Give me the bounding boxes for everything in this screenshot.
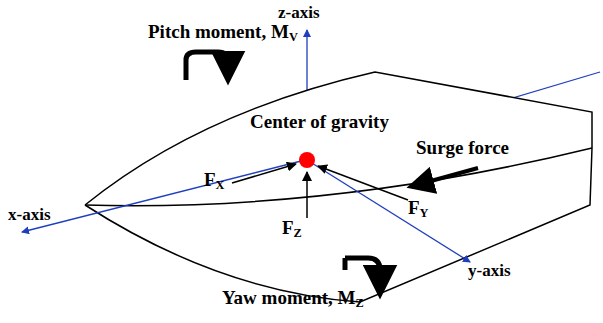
force-label: FY [408,198,429,221]
yaw-moment-arrow [345,258,380,282]
center-of-gravity-dot [299,152,315,168]
hull-side [85,148,592,302]
force-arrow [306,172,308,218]
surge-arrow [420,168,478,184]
pitch-moment-arrow [186,52,228,80]
axis-label: z-axis [278,4,320,23]
axis-label: x-axis [8,206,51,225]
yaw-moment-arrow-tail [343,258,348,270]
moment-label: Pitch moment, MV [148,22,298,45]
force-label: FZ [282,218,302,241]
force-label: FX [204,170,225,193]
force-arrow [318,166,408,200]
hull-deck [85,72,592,205]
force-arrow [232,164,296,183]
axis-label: y-axis [468,262,511,281]
moment-label: Yaw moment, MZ [222,288,364,311]
point-label: Center of gravity [250,112,389,133]
x-axis-line [22,160,305,232]
force-label: Surge force [416,138,509,159]
